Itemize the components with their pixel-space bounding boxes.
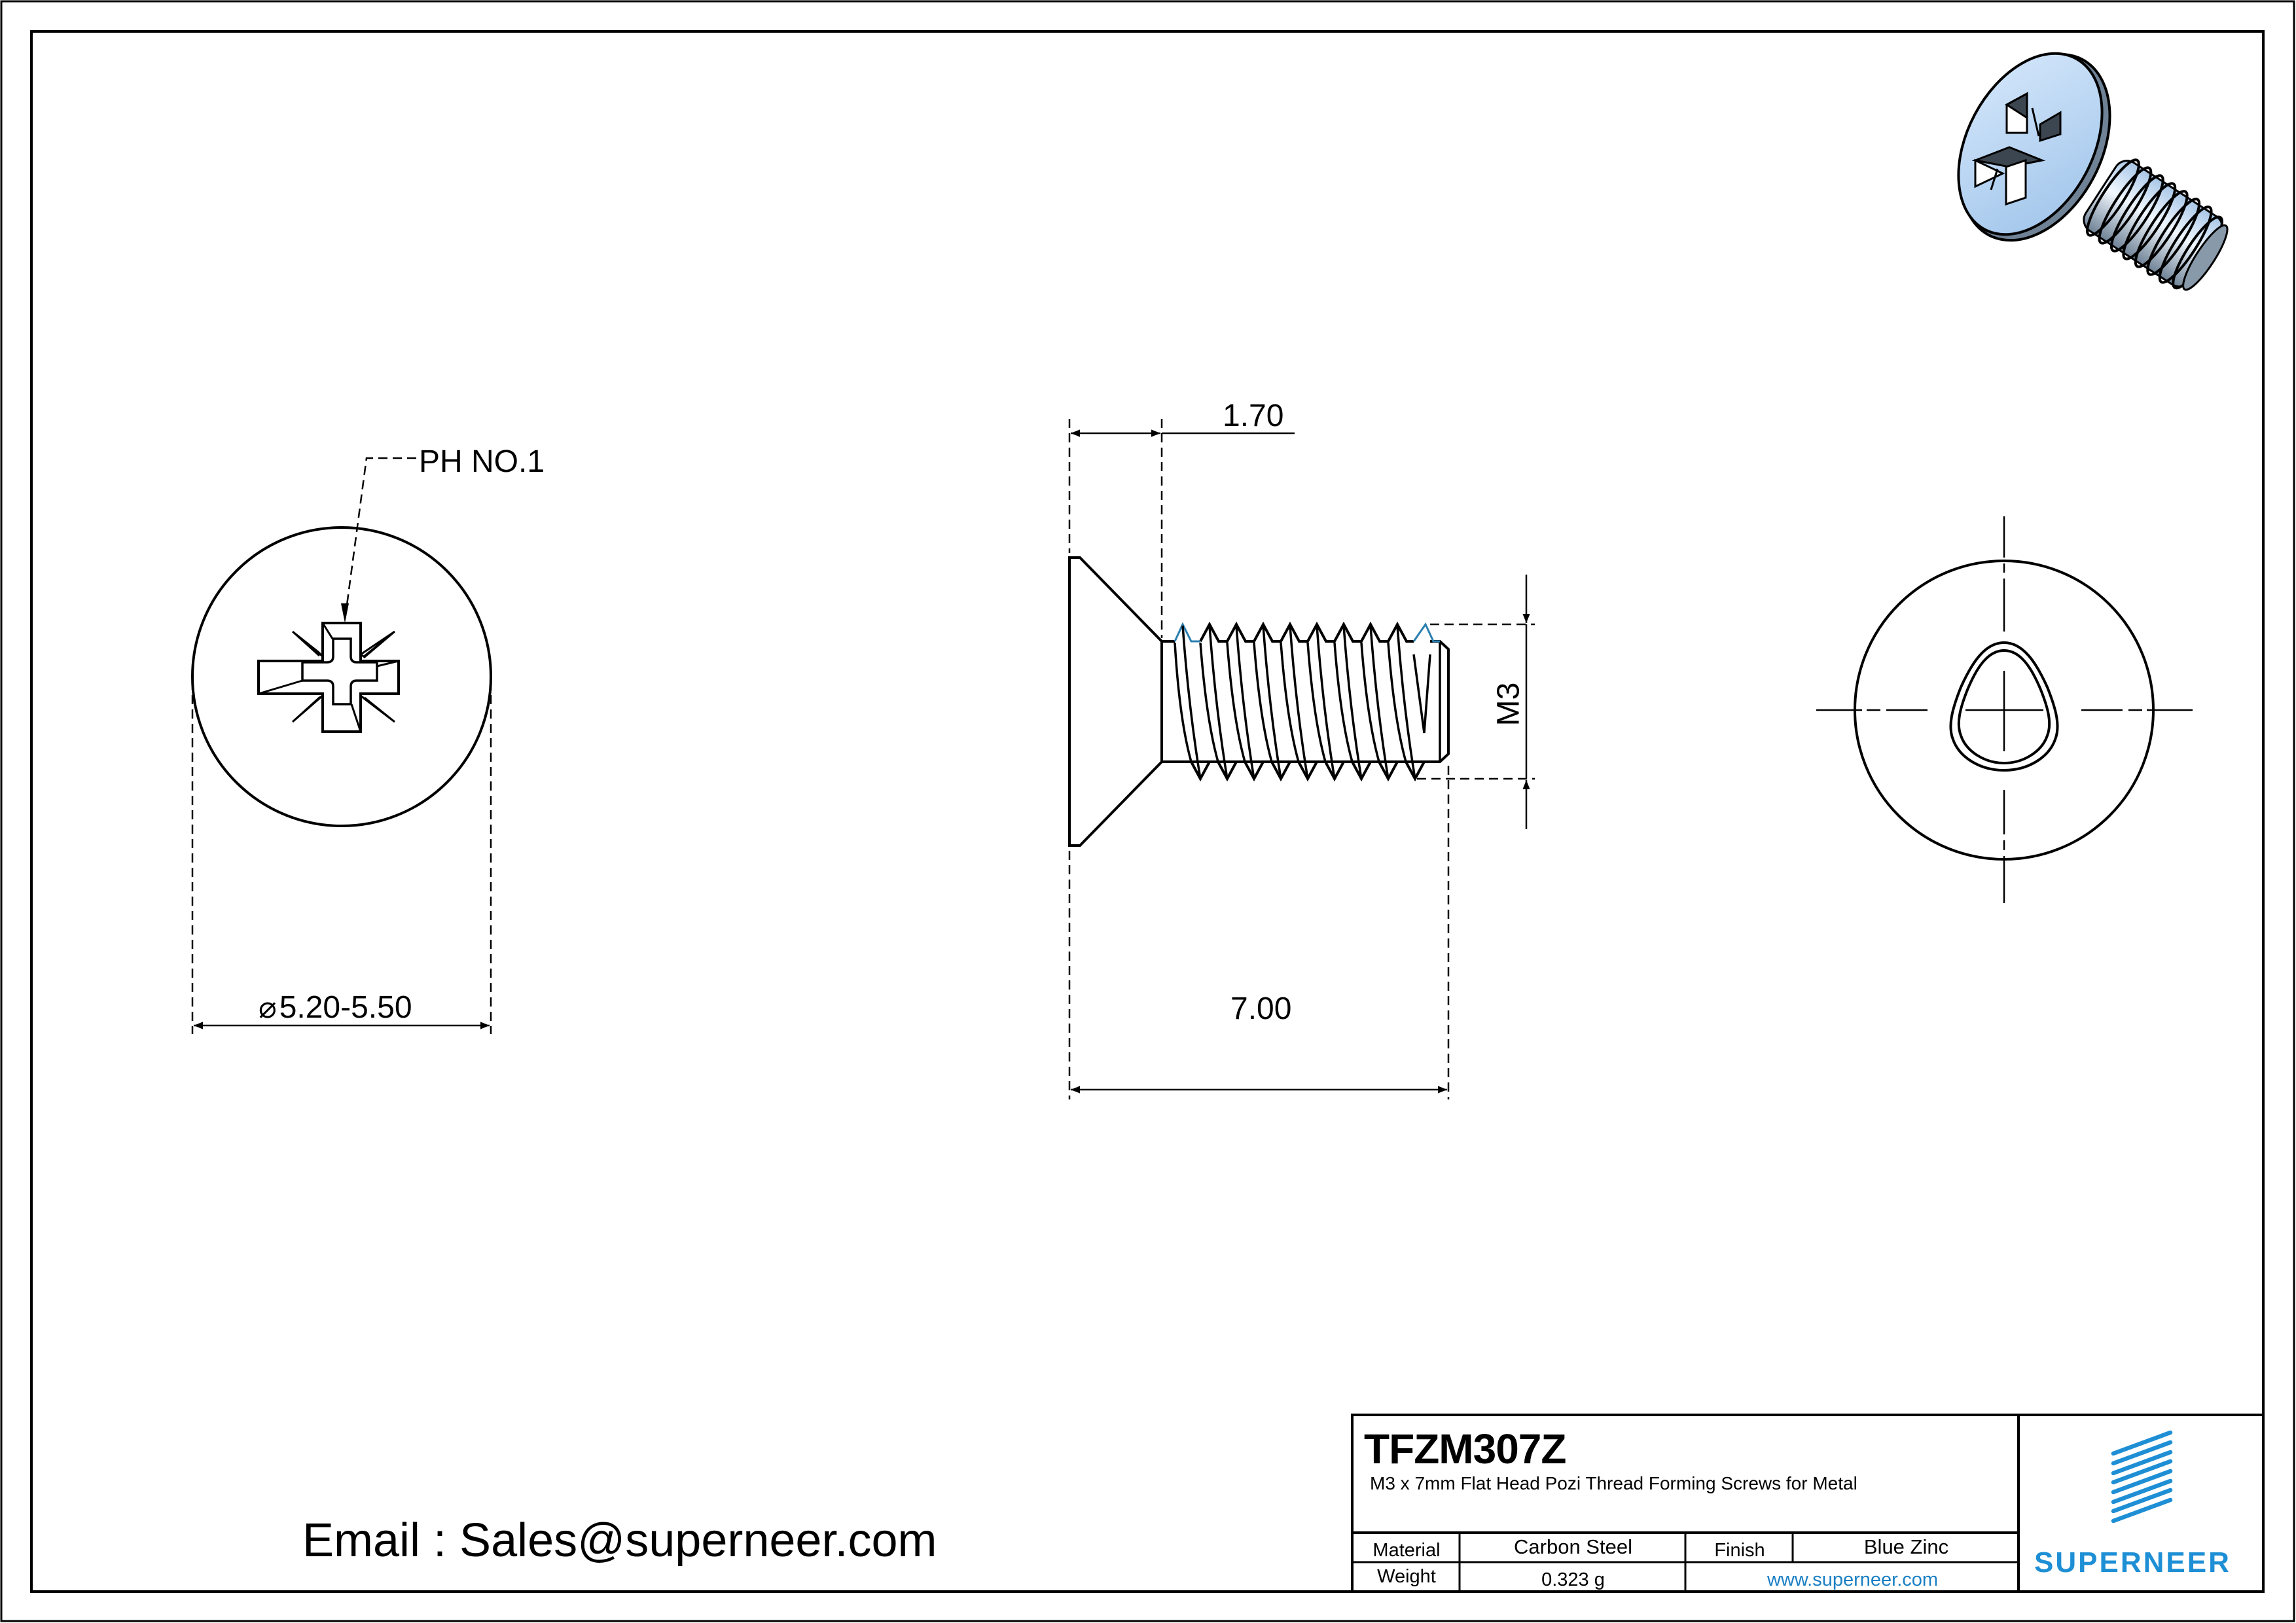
diameter-value: 5.20-5.50 <box>279 990 412 1025</box>
website-link[interactable]: www.superneer.com <box>1767 1569 1939 1590</box>
diameter-dimension: ⌀5.20-5.50 <box>259 992 412 1024</box>
material-value: Carbon Steel <box>1514 1535 1632 1558</box>
side-view <box>1068 419 1535 1099</box>
brand-wordmark: SUPERNEER <box>2034 1546 2231 1578</box>
end-view <box>1816 516 2193 903</box>
thread-size-dimension: M3 <box>1491 682 1526 726</box>
email-contact[interactable]: Email : Sales@superneer.com <box>302 1514 937 1567</box>
superneer-logo-mark <box>2111 1430 2173 1524</box>
weight-value: 0.323 g <box>1541 1569 1605 1590</box>
drive-callout-label: PH NO.1 <box>419 444 545 479</box>
material-label: Material <box>1372 1539 1441 1561</box>
iso-screw-render <box>1957 52 2229 291</box>
part-description: M3 x 7mm Flat Head Pozi Thread Forming S… <box>1370 1473 1857 1493</box>
inner-border <box>30 30 2265 1593</box>
part-number-title: TFZM307Z <box>1364 1425 1566 1472</box>
head-view <box>191 457 492 1034</box>
finish-value: Blue Zinc <box>1863 1535 1949 1558</box>
finish-label: Finish <box>1714 1539 1765 1561</box>
weight-label: Weight <box>1377 1565 1436 1587</box>
diameter-symbol-icon: ⌀ <box>259 990 277 1024</box>
head-height-dimension: 1.70 <box>1223 399 1284 433</box>
title-block <box>1351 1414 2265 1593</box>
length-dimension: 7.00 <box>1230 991 1292 1026</box>
